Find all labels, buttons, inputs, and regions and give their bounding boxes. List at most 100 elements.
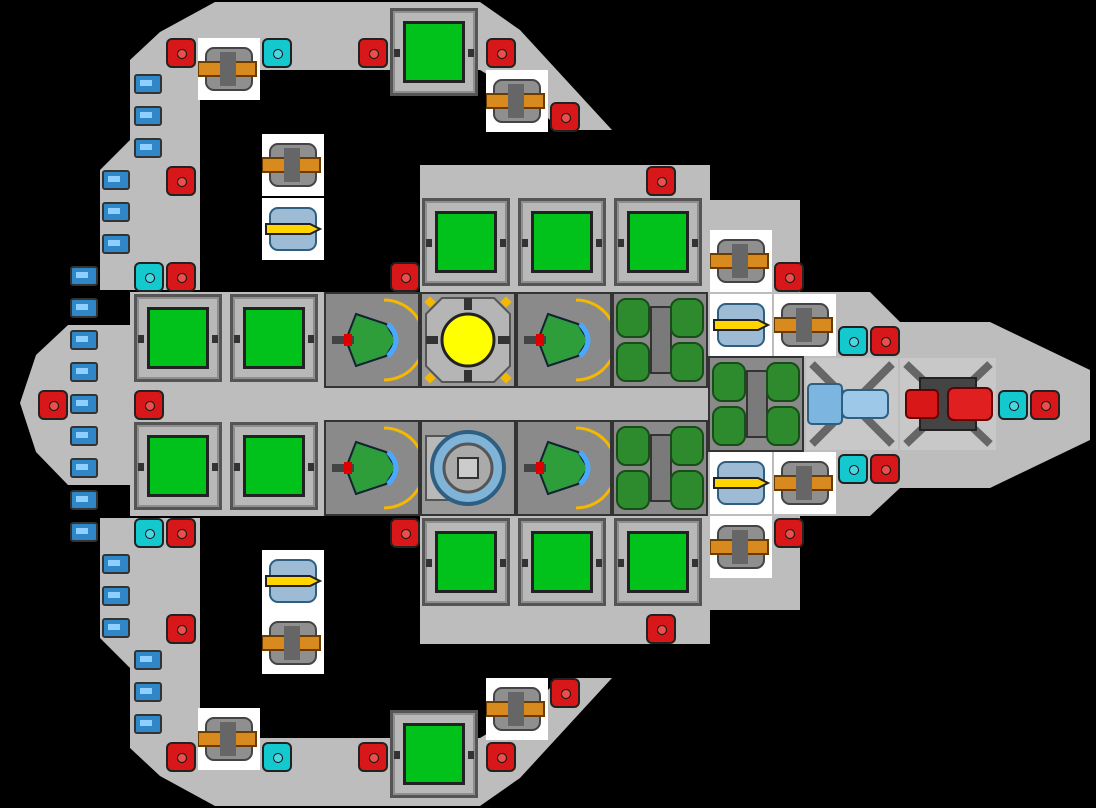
blue-battery-icon [102, 234, 130, 254]
red-node-icon[interactable] [550, 678, 580, 708]
turret[interactable] [261, 612, 324, 674]
cargo-room[interactable] [390, 710, 478, 798]
cargo-room[interactable] [134, 422, 222, 510]
cyan-node-icon[interactable] [134, 262, 164, 292]
red-node-icon[interactable] [166, 742, 196, 772]
red-node-icon[interactable] [486, 38, 516, 68]
red-node-icon[interactable] [646, 614, 676, 644]
crew-module[interactable] [324, 292, 426, 388]
shield-generator-icon [425, 430, 506, 506]
tank [766, 362, 800, 402]
cyan-node-icon[interactable] [134, 518, 164, 548]
blue-engine[interactable] [806, 358, 898, 450]
crew-module[interactable] [324, 420, 426, 516]
cyan-node-icon[interactable] [838, 454, 868, 484]
cargo-floor [147, 307, 209, 369]
cargo-floor [435, 211, 497, 273]
red-node-icon[interactable] [166, 262, 196, 292]
green-crew-module-icon [332, 426, 426, 510]
blue-battery-icon [70, 490, 98, 510]
cargo-room[interactable] [422, 198, 510, 286]
yellow-missile-icon [265, 207, 323, 251]
missile-launcher[interactable] [262, 198, 324, 260]
red-node-icon[interactable] [358, 38, 388, 68]
orange-turret-icon [773, 303, 833, 347]
red-node-icon[interactable] [870, 454, 900, 484]
red-node-icon[interactable] [166, 166, 196, 196]
red-node-icon[interactable] [1030, 390, 1060, 420]
cyan-node-icon[interactable] [838, 326, 868, 356]
fuel-tanks[interactable] [612, 420, 708, 516]
turret[interactable] [709, 516, 772, 578]
red-node-icon[interactable] [166, 518, 196, 548]
cargo-room[interactable] [134, 294, 222, 382]
tank [616, 426, 650, 466]
cargo-room[interactable] [614, 198, 702, 286]
red-node-icon[interactable] [550, 102, 580, 132]
red-engine[interactable] [900, 358, 996, 450]
missile-launcher[interactable] [710, 452, 772, 514]
tank [616, 342, 650, 382]
red-node-icon[interactable] [390, 262, 420, 292]
red-node-icon[interactable] [646, 166, 676, 196]
yellow-missile-icon [265, 559, 323, 603]
fuel-tanks[interactable] [708, 356, 804, 452]
shield-generator[interactable] [420, 420, 516, 516]
turret[interactable] [261, 134, 324, 196]
blue-battery-icon [134, 650, 162, 670]
fuel-tanks[interactable] [612, 292, 708, 388]
cargo-room[interactable] [614, 518, 702, 606]
blue-battery-icon [134, 74, 162, 94]
cyan-node-icon[interactable] [262, 742, 292, 772]
cargo-room[interactable] [230, 294, 318, 382]
cargo-floor [531, 531, 593, 593]
blue-battery-icon [102, 554, 130, 574]
crew-module[interactable] [516, 292, 618, 388]
cyan-node-icon[interactable] [998, 390, 1028, 420]
red-node-icon[interactable] [390, 518, 420, 548]
blue-battery-icon [102, 618, 130, 638]
cargo-floor [627, 531, 689, 593]
tank [670, 470, 704, 510]
cargo-floor [627, 211, 689, 273]
red-node-icon[interactable] [486, 742, 516, 772]
turret[interactable] [197, 38, 260, 100]
turret[interactable] [485, 678, 548, 740]
blue-battery-icon [102, 170, 130, 190]
reactor-core[interactable] [420, 292, 516, 388]
red-node-icon[interactable] [166, 614, 196, 644]
red-node-icon[interactable] [774, 262, 804, 292]
turret[interactable] [197, 708, 260, 770]
cyan-node-icon[interactable] [262, 38, 292, 68]
turret[interactable] [485, 70, 548, 132]
missile-launcher[interactable] [710, 294, 772, 356]
cargo-floor [531, 211, 593, 273]
red-node-icon[interactable] [774, 518, 804, 548]
turret[interactable] [709, 230, 772, 292]
red-node-icon[interactable] [358, 742, 388, 772]
blue-battery-icon [134, 138, 162, 158]
blue-battery-icon [134, 106, 162, 126]
cargo-floor [243, 307, 305, 369]
red-node-icon[interactable] [38, 390, 68, 420]
turret[interactable] [773, 452, 836, 514]
red-node-icon[interactable] [870, 326, 900, 356]
crew-module[interactable] [516, 420, 618, 516]
orange-turret-icon [709, 239, 769, 283]
cargo-room[interactable] [518, 198, 606, 286]
cargo-room[interactable] [518, 518, 606, 606]
missile-launcher[interactable] [262, 550, 324, 612]
green-crew-module-icon [524, 426, 618, 510]
turret[interactable] [773, 294, 836, 356]
orange-turret-icon [485, 79, 545, 123]
red-node-icon[interactable] [134, 390, 164, 420]
blue-engine-icon [807, 361, 895, 447]
tank [616, 470, 650, 510]
tank [766, 406, 800, 446]
orange-turret-icon [261, 621, 321, 665]
pipe [746, 370, 768, 438]
cargo-room[interactable] [422, 518, 510, 606]
cargo-room[interactable] [230, 422, 318, 510]
red-node-icon[interactable] [166, 38, 196, 68]
cargo-room[interactable] [390, 8, 478, 96]
